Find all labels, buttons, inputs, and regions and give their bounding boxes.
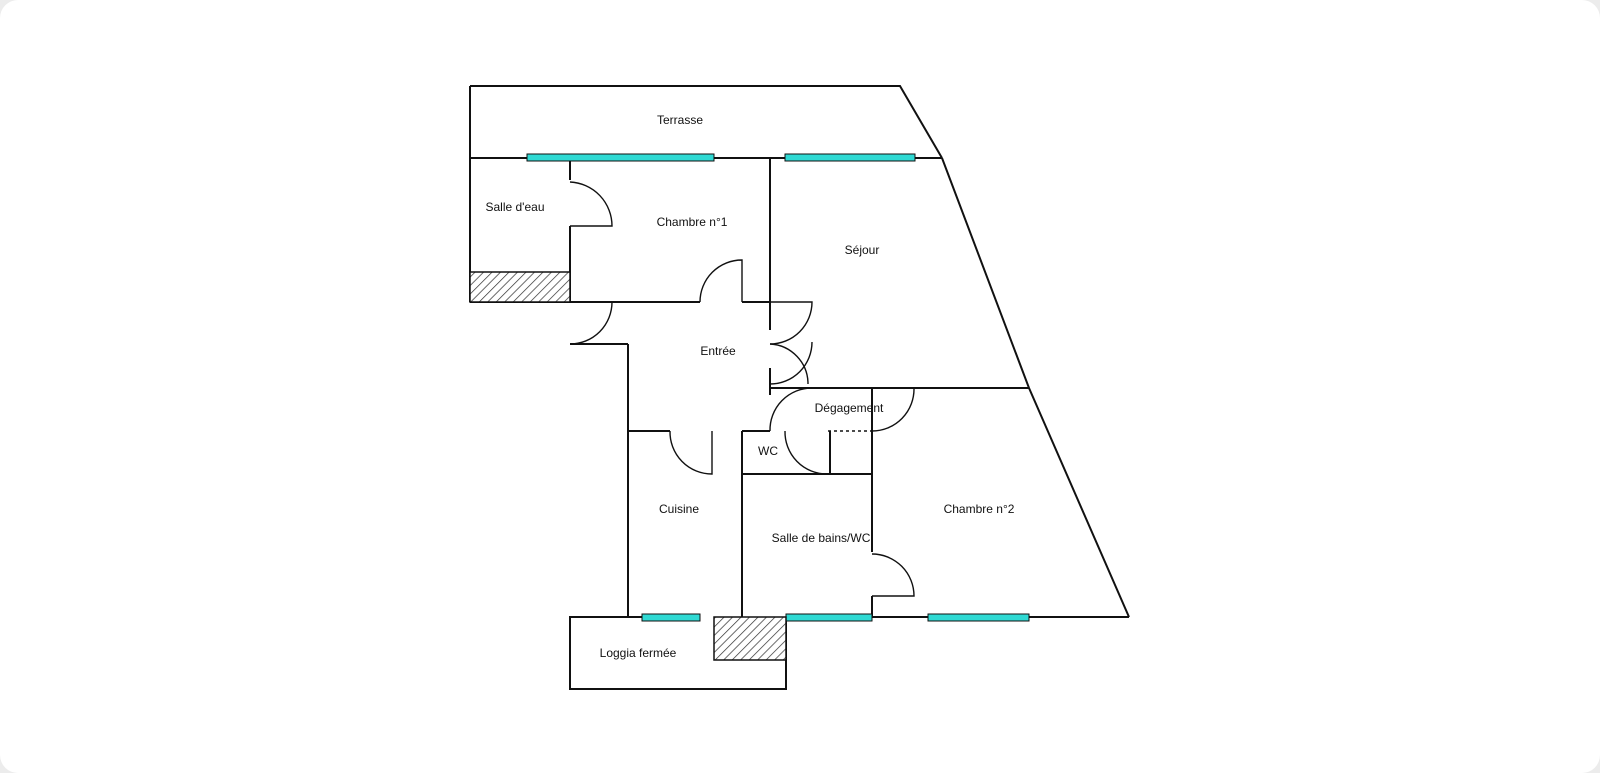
doors bbox=[569, 181, 915, 597]
label-degagement: Dégagement bbox=[815, 401, 884, 415]
label-terrasse: Terrasse bbox=[657, 113, 703, 127]
label-chambre1: Chambre n°1 bbox=[657, 215, 728, 229]
label-wc: WC bbox=[758, 444, 778, 458]
label-sejour: Séjour bbox=[845, 243, 880, 257]
interior-walls bbox=[470, 157, 1029, 617]
label-cuisine: Cuisine bbox=[659, 502, 699, 516]
label-chambre2: Chambre n°2 bbox=[944, 502, 1015, 516]
window-salle-bains bbox=[785, 613, 873, 622]
label-salle-bains: Salle de bains/WC bbox=[772, 531, 871, 545]
windows bbox=[526, 153, 1030, 622]
label-salle-eau: Salle d'eau bbox=[485, 200, 544, 214]
room-labels: Terrasse Salle d'eau Chambre n°1 Séjour … bbox=[485, 113, 1014, 660]
ducts bbox=[469, 271, 787, 661]
window-cuisine bbox=[641, 613, 701, 622]
duct-salle-eau bbox=[469, 271, 571, 303]
label-loggia: Loggia fermée bbox=[600, 646, 677, 660]
label-entree: Entrée bbox=[700, 344, 736, 358]
window-chambre1 bbox=[526, 153, 715, 162]
window-sejour bbox=[784, 153, 916, 162]
window-chambre2 bbox=[927, 613, 1030, 622]
duct-loggia bbox=[713, 616, 787, 661]
